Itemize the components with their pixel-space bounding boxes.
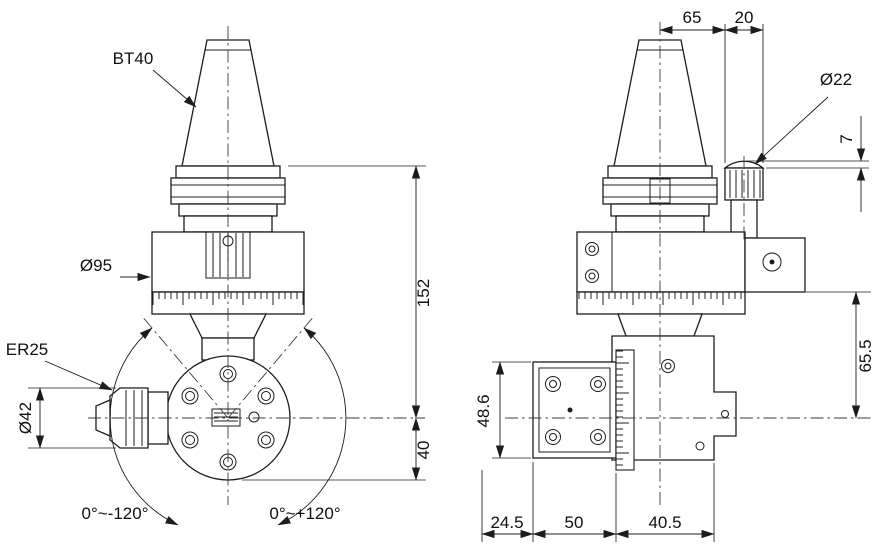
body-diameter-label: Ø95	[80, 256, 112, 275]
center-lines-side	[505, 22, 872, 505]
swivel-negative-label: 0°~-120°	[81, 504, 148, 523]
er25-label: ER25	[6, 340, 49, 359]
dim-152-label: 152	[414, 279, 433, 307]
angle-scale-strip	[615, 349, 635, 471]
dim-7: 7	[746, 116, 869, 212]
swivel-arc-positive	[277, 327, 347, 526]
dim-48-6-label: 48.6	[474, 394, 493, 427]
dim-48-6: 48.6	[474, 361, 531, 459]
collet-diameter-label: Ø42	[16, 402, 35, 434]
dim-collet-nut-diameter: Ø42	[16, 387, 116, 449]
side-pin-knob	[723, 160, 765, 239]
dim-bottom-chain: 24.5 50 40.5	[481, 462, 715, 542]
dim-65-label: 65	[683, 8, 702, 27]
swivel-positive-label: 0°~+120°	[269, 504, 340, 523]
angle-head-side	[532, 313, 737, 471]
dim-152: 152	[288, 165, 433, 419]
drive-key-slot	[649, 178, 671, 204]
dim-40-label: 40	[414, 441, 433, 460]
dim-65-20: 65 20	[659, 8, 764, 163]
swivel-arc-negative	[109, 327, 179, 526]
dim-body-diameter: Ø95	[80, 256, 151, 282]
dim-24-5-label: 24.5	[490, 513, 523, 532]
dim-65-5-label: 65.5	[856, 339, 875, 372]
front-view: 0°~-120° 0°~+120° BT40 Ø95 ER25 Ø42 152	[6, 26, 433, 526]
side-view: 65 20 Ø22 7 65.5 48.6	[474, 8, 875, 542]
head-nameplate-front	[211, 408, 260, 427]
dim-7-label: 7	[837, 134, 856, 143]
dim-50-label: 50	[565, 513, 584, 532]
side-clamp-block	[744, 237, 806, 293]
dim-22-label: Ø22	[820, 70, 852, 89]
dim-40-5-label: 40.5	[648, 513, 681, 532]
swivel-range-annotation: 0°~-120° 0°~+120°	[81, 327, 347, 526]
bt40-label: BT40	[113, 49, 154, 68]
graduation-ring-side	[576, 291, 746, 315]
dim-65-5: 65.5	[806, 291, 875, 419]
dim-taper-label: BT40	[113, 49, 197, 108]
dim-40: 40	[242, 417, 433, 481]
spindle-body-side	[576, 231, 806, 293]
dim-collet-label: ER25	[6, 340, 113, 391]
dim-pin-diameter: Ø22	[754, 70, 852, 165]
dim-20-label: 20	[735, 8, 754, 27]
spindle-faceplate-side	[532, 361, 617, 459]
